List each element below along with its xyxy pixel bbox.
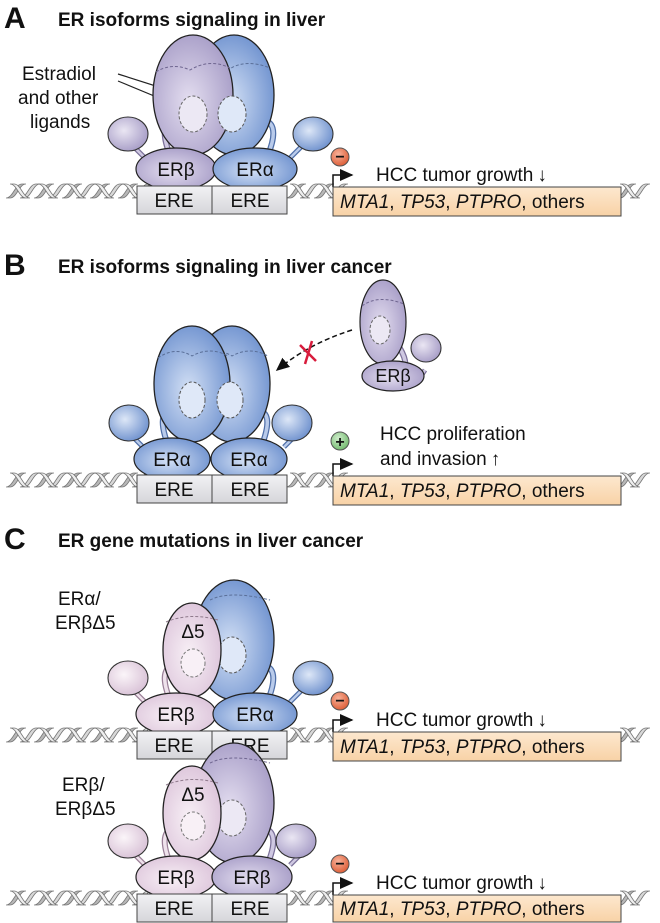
alpha-ligand-binding-domain-icon bbox=[292, 116, 334, 152]
receptor-label: ERα bbox=[153, 450, 190, 471]
receptor-label: ERβ bbox=[157, 160, 194, 181]
up-arrow-icon: ↑ bbox=[491, 449, 501, 470]
effect-text: HCC tumor growth↓ bbox=[376, 165, 547, 186]
ere-label: ERE bbox=[154, 899, 193, 920]
inhibition-badge-icon bbox=[330, 147, 350, 167]
transcription-start-arrow-icon bbox=[332, 877, 354, 895]
target-genes-label: MTA1, TP53, PTPRO, others bbox=[340, 737, 585, 758]
complex-label-line1: ERα/ bbox=[58, 589, 101, 610]
panel-a: A ER isoforms signaling in liver Estradi… bbox=[4, 2, 651, 217]
effect-text: HCC tumor growth↓ bbox=[376, 873, 547, 894]
ere-label: ERE bbox=[154, 480, 193, 501]
ligand-label-line3: ligands bbox=[30, 112, 90, 133]
panel-b: B ER isoforms signaling in liver cancer … bbox=[4, 249, 651, 506]
activation-sign: + bbox=[335, 434, 344, 451]
ere-label: ERE bbox=[230, 899, 269, 920]
inhibition-sign: − bbox=[335, 149, 344, 166]
complex-alpha-beta-delta5: ERα/ ERβΔ5 Δ5 ERβ ERα ERE bbox=[5, 579, 651, 762]
target-genes-box bbox=[332, 475, 622, 506]
complex-label-line2: ERβΔ5 bbox=[55, 799, 116, 820]
inhibition-badge-icon bbox=[330, 691, 350, 711]
ere-box bbox=[211, 185, 288, 215]
target-genes-box bbox=[332, 894, 622, 923]
down-arrow-icon: ↓ bbox=[537, 710, 547, 731]
free-receptor-label: ERβ bbox=[375, 366, 410, 386]
receptor-label: ERα bbox=[236, 705, 273, 726]
receptor-label: ERβ bbox=[157, 868, 194, 889]
ligand-pocket-icon bbox=[178, 95, 208, 133]
inhibition-sign: − bbox=[335, 693, 344, 710]
ere-box bbox=[136, 730, 213, 760]
panel-b-letter: B bbox=[4, 249, 26, 282]
complex-label-line1: ERβ/ bbox=[62, 775, 105, 796]
blocked-binding-arrow-icon bbox=[275, 329, 353, 371]
inhibition-badge-icon bbox=[330, 854, 350, 874]
ligand-label-line1: Estradiol bbox=[22, 64, 96, 85]
panel-a-title: ER isoforms signaling in liver bbox=[58, 10, 326, 31]
transcription-start-arrow-icon bbox=[332, 714, 354, 732]
complex-beta-beta-delta5: ERβ/ ERβΔ5 Δ5 ERβ ERβ ERE bbox=[5, 742, 651, 923]
panel-c: C ER gene mutations in liver cancer ERα/… bbox=[4, 523, 651, 923]
receptor-label: ERα bbox=[230, 450, 267, 471]
panel-b-title: ER isoforms signaling in liver cancer bbox=[58, 257, 392, 278]
ere-label: ERE bbox=[154, 191, 193, 212]
ere-box bbox=[136, 474, 213, 504]
target-genes-box bbox=[332, 731, 622, 762]
ere-label: ERE bbox=[230, 480, 269, 501]
panel-c-letter: C bbox=[4, 523, 26, 556]
panel-a-letter: A bbox=[4, 2, 26, 35]
activation-badge-icon bbox=[330, 431, 350, 451]
free-er-beta-dbd-icon bbox=[361, 360, 425, 392]
ere-box bbox=[211, 893, 288, 923]
panel-c-title: ER gene mutations in liver cancer bbox=[58, 531, 364, 552]
er-beta-oval-icon bbox=[152, 34, 234, 156]
effect-text: HCC tumor growth↓ bbox=[376, 710, 547, 731]
receptor-label: ERα bbox=[236, 160, 273, 181]
down-arrow-icon: ↓ bbox=[537, 165, 547, 186]
inhibition-sign: − bbox=[335, 856, 344, 873]
ere-label: ERE bbox=[154, 736, 193, 757]
ligand-pocket-icon bbox=[217, 95, 247, 133]
down-arrow-icon: ↓ bbox=[537, 873, 547, 894]
blocked-x-icon bbox=[299, 340, 317, 365]
delta5-label: Δ5 bbox=[181, 622, 204, 643]
receptor-label: ERβ bbox=[157, 705, 194, 726]
target-genes-label: MTA1, TP53, PTPRO, others bbox=[340, 192, 585, 213]
ere-box bbox=[136, 893, 213, 923]
transcription-start-arrow-icon bbox=[332, 169, 354, 187]
ere-label: ERE bbox=[230, 191, 269, 212]
transcription-start-arrow-icon bbox=[332, 458, 354, 476]
ere-box bbox=[211, 474, 288, 504]
target-genes-label: MTA1, TP53, PTPRO, others bbox=[340, 481, 585, 502]
delta5-label: Δ5 bbox=[181, 785, 204, 806]
effect-text-line2: and invasion↑ bbox=[380, 449, 500, 470]
ligand-label-line2: and other bbox=[18, 88, 99, 109]
effect-text-line1: HCC proliferation bbox=[380, 424, 526, 445]
target-genes-box bbox=[332, 186, 622, 217]
receptor-label: ERβ bbox=[233, 868, 270, 889]
ere-box bbox=[136, 185, 213, 215]
target-genes-label: MTA1, TP53, PTPRO, others bbox=[340, 899, 585, 920]
complex-label-line2: ERβΔ5 bbox=[55, 613, 116, 634]
beta-ligand-binding-domain-icon bbox=[107, 116, 149, 152]
